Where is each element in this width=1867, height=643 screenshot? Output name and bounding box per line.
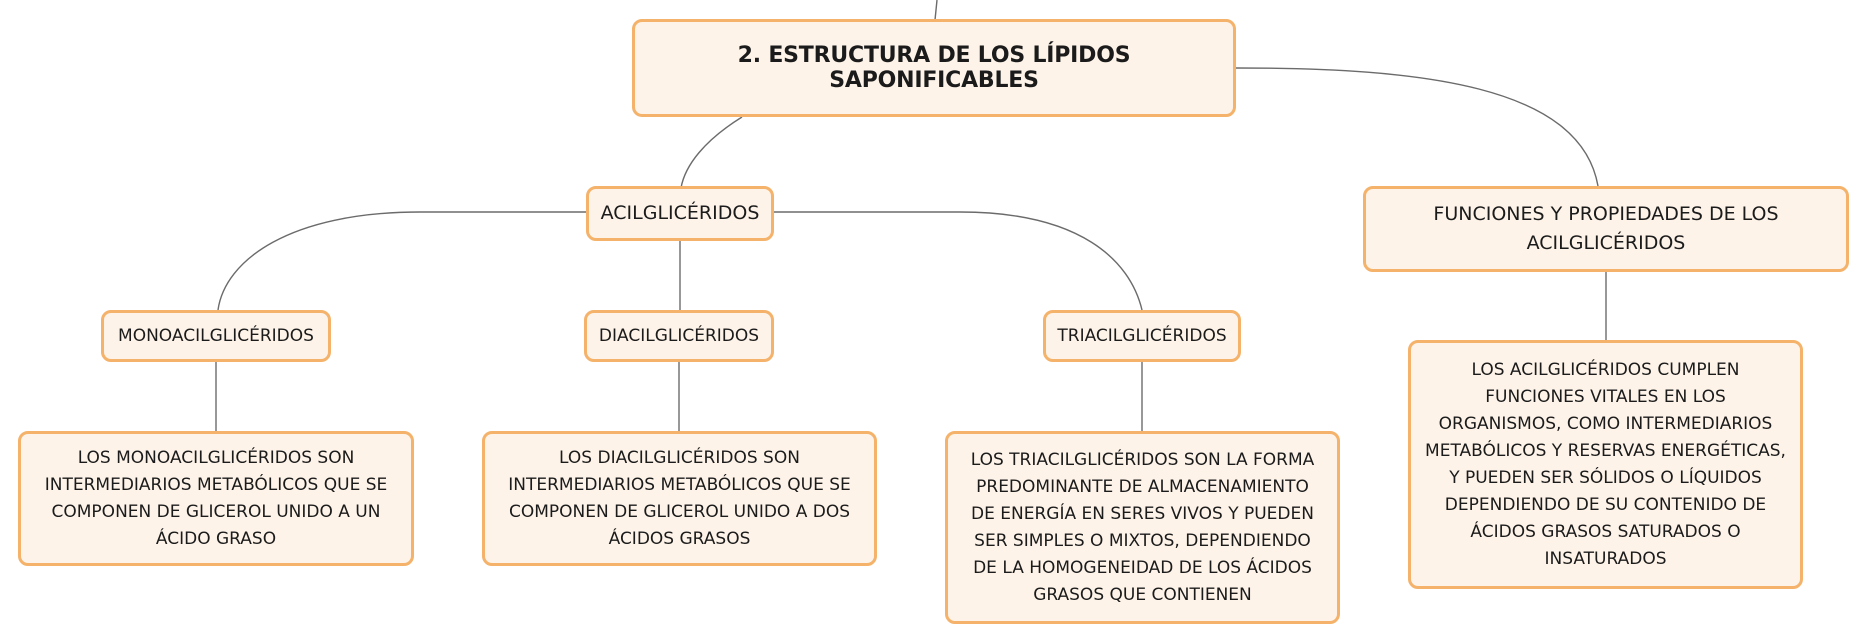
node-acilgliceridos[interactable]: ACILGLICÉRIDOS (586, 186, 774, 241)
node-funciones-label: FUNCIONES Y PROPIEDADES DE LOS ACILGLICÉ… (1433, 203, 1779, 254)
node-diacilgliceridos[interactable]: DIACILGLICÉRIDOS (584, 310, 774, 362)
node-monoacilgliceridos[interactable]: MONOACILGLICÉRIDOS (101, 310, 331, 362)
node-triacilgliceridos[interactable]: TRIACILGLICÉRIDOS (1043, 310, 1241, 362)
node-diacilgliceridos-description[interactable]: LOS DIACILGLICÉRIDOS SON INTERMEDIARIOS … (482, 431, 877, 566)
node-triacilgliceridos-description-text: LOS TRIACILGLICÉRIDOS SON LA FORMA PREDO… (970, 449, 1315, 605)
connector-root-acilgliceridos (680, 116, 743, 189)
node-funciones-description[interactable]: LOS ACILGLICÉRIDOS CUMPLEN FUNCIONES VIT… (1408, 340, 1803, 589)
node-diacilgliceridos-label: DIACILGLICÉRIDOS (598, 326, 760, 346)
node-monoacilgliceridos-description-text: LOS MONOACILGLICÉRIDOS SON INTERMEDIARIO… (44, 447, 388, 549)
node-funciones[interactable]: FUNCIONES Y PROPIEDADES DE LOS ACILGLICÉ… (1363, 186, 1849, 272)
node-monoacilgliceridos-label: MONOACILGLICÉRIDOS (118, 326, 314, 346)
connector-acil-mono (217, 211, 587, 311)
node-root-label: 2. ESTRUCTURA DE LOS LÍPIDOS SAPONIFICAB… (737, 43, 1131, 93)
node-triacilgliceridos-label: TRIACILGLICÉRIDOS (1057, 326, 1227, 346)
connector-root-parent (934, 0, 938, 21)
node-root[interactable]: 2. ESTRUCTURA DE LOS LÍPIDOS SAPONIFICAB… (632, 19, 1236, 117)
node-acilgliceridos-label: ACILGLICÉRIDOS (600, 202, 760, 224)
connector-root-funciones (1235, 67, 1599, 187)
node-funciones-description-text: LOS ACILGLICÉRIDOS CUMPLEN FUNCIONES VIT… (1425, 359, 1786, 569)
node-diacilgliceridos-description-text: LOS DIACILGLICÉRIDOS SON INTERMEDIARIOS … (508, 447, 851, 549)
node-monoacilgliceridos-description[interactable]: LOS MONOACILGLICÉRIDOS SON INTERMEDIARIO… (18, 431, 414, 566)
node-triacilgliceridos-description[interactable]: LOS TRIACILGLICÉRIDOS SON LA FORMA PREDO… (945, 431, 1340, 624)
connector-acil-tri (774, 211, 1143, 311)
